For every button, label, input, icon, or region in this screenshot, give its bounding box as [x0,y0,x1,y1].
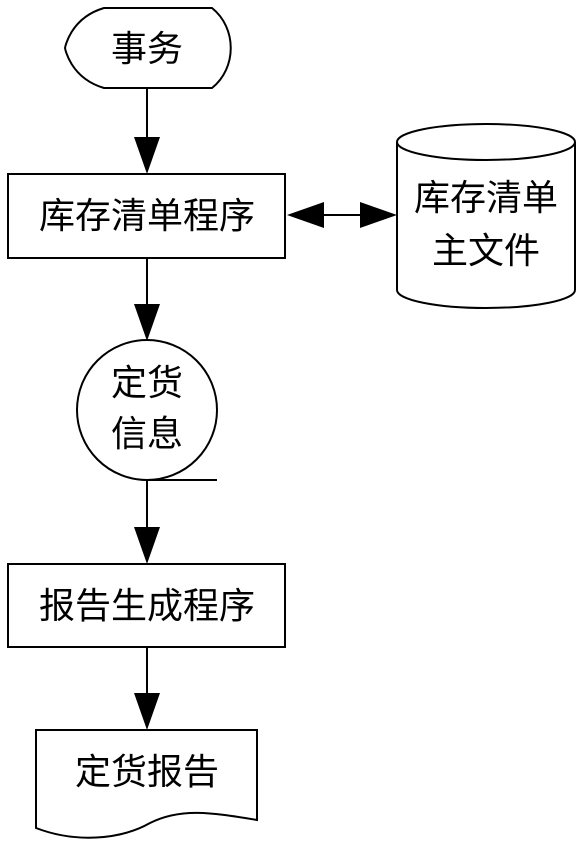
terminator-shape [63,7,232,89]
arrowhead-down [134,304,160,341]
node-report-program: 报告生成程序 [7,563,286,648]
node-master-file-label-line2: 主文件 [432,231,540,272]
node-order-report: 定货报告 [35,729,258,839]
edge-report-program-to-order-report [134,647,160,730]
arrowhead-down [134,527,160,564]
node-order-info-label-line1: 定货 [111,363,183,404]
edge-inventory-program-master-file [287,202,397,228]
node-master-file: 库存清单 主文件 [396,123,576,309]
node-transaction-label: 事务 [111,29,183,70]
edge-transaction-to-inventory-program [134,88,160,174]
arrowhead-down [134,137,160,174]
document-shape [35,729,258,839]
cylinder-body [396,142,576,309]
edge-order-info-to-report-program [134,480,160,564]
node-master-file-label-line1: 库存清单 [414,178,558,219]
node-report-program-label: 报告生成程序 [39,586,255,627]
node-transaction: 事务 [63,7,232,89]
arrowhead-down [134,693,160,730]
process-box [7,173,286,259]
arrowhead-right [360,202,397,228]
process-box [7,563,286,648]
cylinder-top [396,123,576,161]
node-order-info: 定货 信息 [76,339,218,481]
node-order-info-label-line2: 信息 [111,414,183,455]
node-order-report-label: 定货报告 [75,752,219,793]
node-inventory-program-label: 库存清单程序 [39,196,255,237]
node-inventory-program: 库存清单程序 [7,173,286,259]
arrowhead-left [287,202,324,228]
edge-inventory-program-to-order-info [134,258,160,341]
connector-circle [76,339,218,481]
